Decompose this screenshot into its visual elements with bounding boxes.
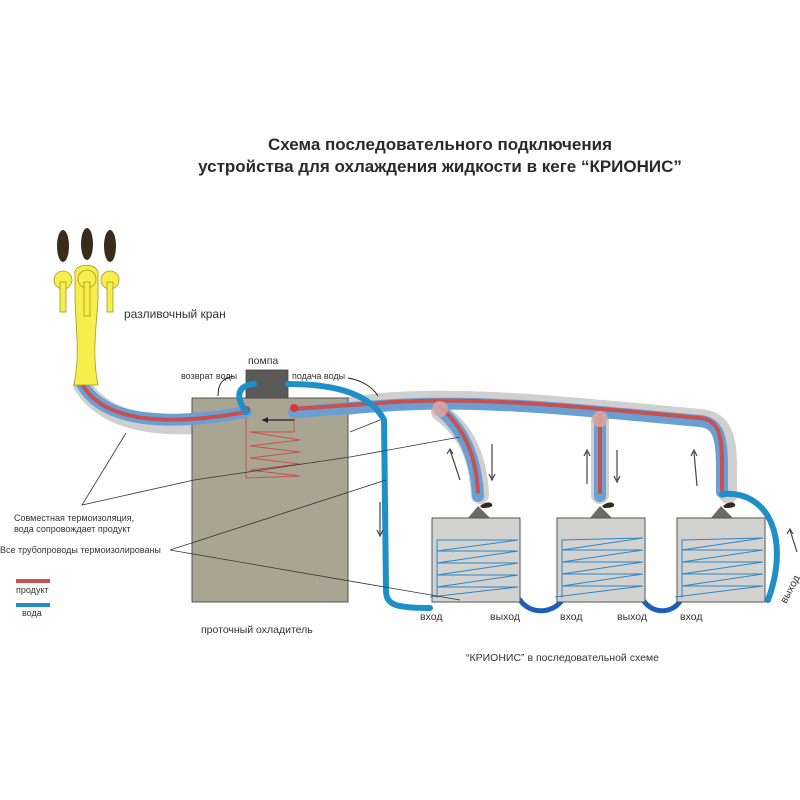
title-line-2: устройства для охлаждения жидкости в кег… <box>198 157 682 176</box>
keg-2-outlet-label: выход <box>617 611 647 623</box>
keg-3-coil <box>674 537 764 598</box>
keg-3-outlet-label: выход <box>778 573 800 605</box>
keg-3-coupler <box>711 506 733 518</box>
keg-2-coil <box>554 537 644 598</box>
keg-1-coupler <box>468 506 490 518</box>
tee-joint-1 <box>432 401 448 417</box>
pump-label: помпа <box>248 355 278 367</box>
keg-2-body <box>556 517 646 603</box>
cooler-flow-arrowhead <box>262 417 268 423</box>
beer-tap-tower <box>53 228 120 386</box>
tap-handle-right <box>104 230 116 262</box>
arrow-water-return <box>217 375 235 397</box>
keg-1-body <box>431 517 521 603</box>
combined-line-tap-to-cooler <box>76 378 252 426</box>
all-insulated-label: Все трубопроводы термоизолированы <box>0 545 161 555</box>
legend: продукт вода <box>16 579 50 618</box>
keg-2-coupler-handle <box>602 502 615 508</box>
water-supply-pipe <box>285 381 433 611</box>
tap-handle-left <box>57 230 69 262</box>
keg3-water-outlet-pipe <box>719 490 780 603</box>
flow-cooler-label: проточный охладитель <box>201 624 313 636</box>
product-outlet-dot <box>290 404 298 412</box>
keg-3-coupler-handle <box>723 502 736 508</box>
tap-spout-right <box>106 281 114 313</box>
keg-3-inlet-label: вход <box>680 611 702 623</box>
keg-1-outlet-label: выход <box>490 611 520 623</box>
product-coil <box>245 412 301 479</box>
tap-label: разливочный кран <box>124 307 226 321</box>
arrow-outlet-up <box>789 529 798 553</box>
keg-1-coil <box>429 539 519 598</box>
leader-joint-insulation-1 <box>81 432 195 506</box>
leader-lines <box>81 419 461 601</box>
keg-1-coupler-handle <box>480 502 493 508</box>
joint-insulation-label-1: Совместная термоизоляция, <box>14 513 134 523</box>
water-return-pipe <box>236 381 257 415</box>
legend-label-product: продукт <box>16 585 49 595</box>
keg-2-inlet-label: вход <box>560 611 582 623</box>
tap-tower-body <box>73 264 99 386</box>
krionis-series-label: “КРИОНИС” в последовательной схеме <box>466 652 659 664</box>
joint-insulation-label-2: вода сопровождает продукт <box>14 524 131 534</box>
leader-all-insulated-2 <box>169 549 461 601</box>
arrow-water-supply <box>347 377 379 397</box>
tap-spout-left <box>59 281 67 313</box>
leader-joint-insulation-2 <box>349 419 381 433</box>
combined-line-cooler-to-kegs <box>288 397 728 502</box>
arrow-keg3-up <box>693 451 698 487</box>
title-line-1: Схема последовательного подключения <box>268 135 612 154</box>
keg-3-body <box>676 517 766 603</box>
water-supply-label: подача воды <box>292 371 345 381</box>
leader-all-insulated-1 <box>169 479 387 551</box>
keg-1 <box>429 502 521 603</box>
leader-joint-insulation-3 <box>193 436 461 481</box>
tap-handle-center <box>81 228 93 260</box>
keg-3 <box>674 502 766 603</box>
tap-spout-center <box>83 281 91 317</box>
keg-2-coupler <box>590 506 612 518</box>
legend-label-water: вода <box>22 608 42 618</box>
tee-joint-2 <box>592 411 608 427</box>
arrow-keg1-up <box>449 449 461 481</box>
flow-arrows <box>217 375 798 553</box>
water-return-label: возврат воды <box>181 371 237 381</box>
keg-1-inlet-label: вход <box>420 611 442 623</box>
keg-2 <box>554 502 646 603</box>
